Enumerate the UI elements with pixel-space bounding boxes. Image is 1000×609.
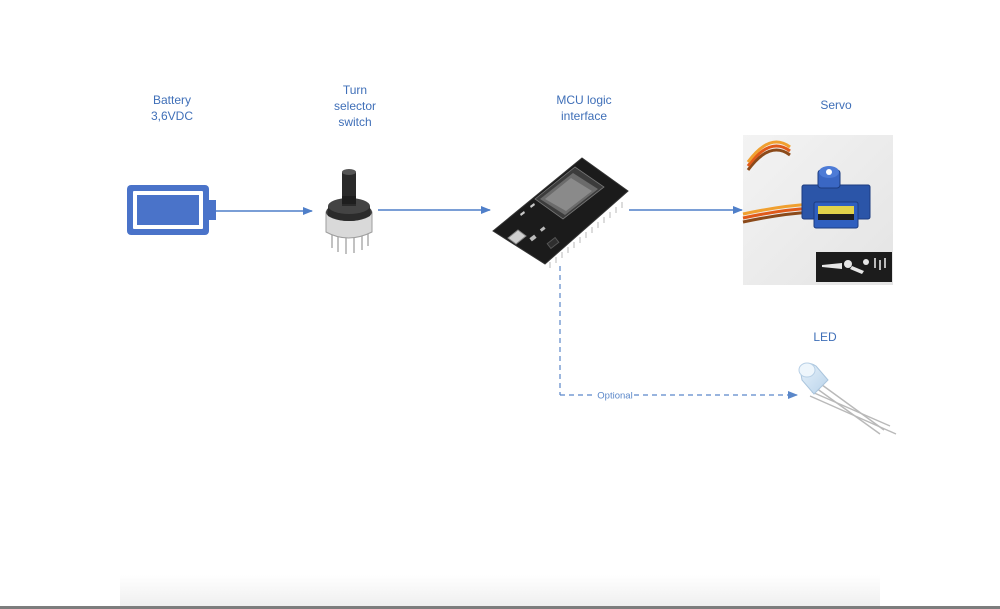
battery-icon bbox=[127, 185, 216, 235]
servo-label: Servo bbox=[820, 98, 852, 112]
mcu-board-image bbox=[492, 157, 629, 268]
mcu-label: MCU logic interface bbox=[556, 93, 612, 123]
bottom-border bbox=[0, 606, 1000, 609]
bottom-shadow bbox=[120, 575, 880, 606]
servo-image bbox=[742, 135, 893, 285]
optional-label: Optional bbox=[597, 391, 632, 402]
switch-label: Turn selector switch bbox=[333, 83, 377, 129]
battery-label: Battery 3,6VDC bbox=[150, 93, 194, 123]
led-label: LED bbox=[813, 330, 837, 344]
led-image bbox=[798, 362, 897, 435]
rotary-switch-image bbox=[325, 169, 373, 254]
